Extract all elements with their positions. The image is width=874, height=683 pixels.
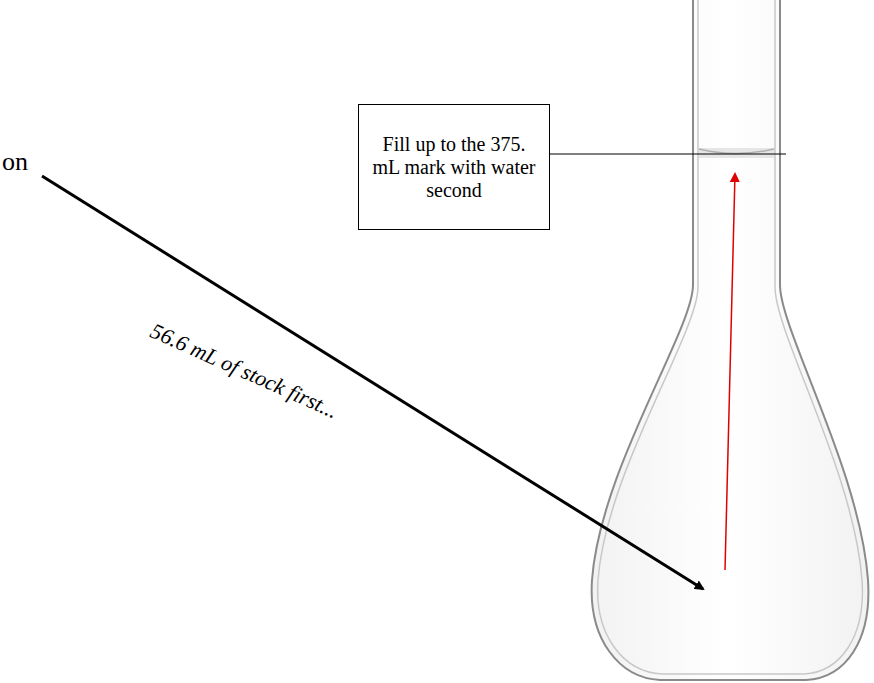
flask-fill — [592, 0, 869, 680]
cut-off-label: on — [2, 147, 28, 177]
pour-label: 56.6 mL of stock first... — [146, 318, 342, 424]
flask-inner-wall — [598, 0, 863, 674]
instruction-box: Fill up to the 375. mL mark with water s… — [358, 104, 550, 230]
meniscus — [699, 148, 774, 158]
pour-arrow — [42, 176, 703, 589]
instruction-text: Fill up to the 375. mL mark with water s… — [369, 133, 539, 202]
mark-line — [550, 153, 786, 154]
meniscus-curve — [699, 149, 774, 154]
flask-outline — [592, 0, 869, 680]
fill-arrow — [725, 174, 735, 570]
